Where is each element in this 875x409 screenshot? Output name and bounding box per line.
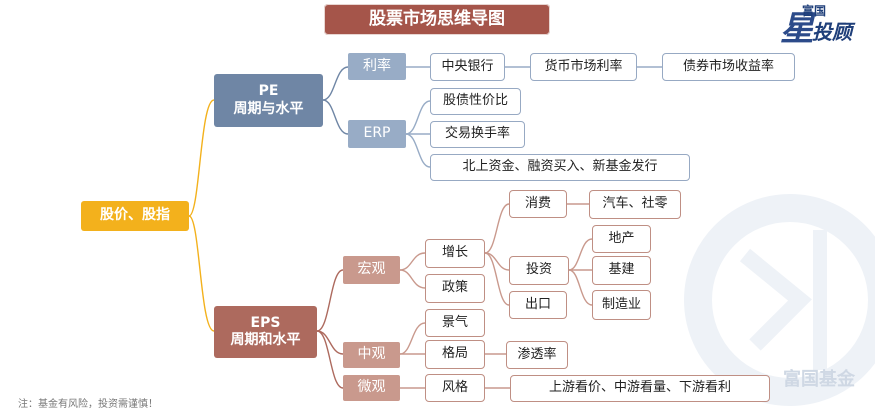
brand-name-bottom: 投顾 bbox=[812, 20, 852, 44]
node-macro: 宏观 bbox=[343, 256, 400, 284]
node-bond-yield: 债券市场收益率 bbox=[662, 53, 795, 81]
node-rate: 利率 bbox=[348, 53, 406, 80]
diagram-title: 股票市场思维导图 bbox=[324, 4, 550, 35]
node-eps: EPS 周期和水平 bbox=[214, 306, 317, 358]
node-root: 股价、股指 bbox=[81, 201, 189, 231]
brand-name-top: 富国 bbox=[802, 4, 827, 18]
edge-root-pe bbox=[188, 99, 215, 217]
node-chain: 上游看价、中游看量、下游看利 bbox=[510, 375, 770, 402]
node-money-rate: 货币市场利率 bbox=[530, 53, 637, 81]
edge-growth-consumption bbox=[484, 203, 510, 254]
edge-growth-export bbox=[484, 252, 510, 306]
edge-macro-growth bbox=[399, 252, 426, 271]
watermark-text: 富国基金 bbox=[783, 369, 855, 390]
brand-star-glyph: 星 bbox=[780, 9, 814, 49]
node-micro: 微观 bbox=[343, 375, 400, 401]
edge-eps-meso bbox=[316, 330, 344, 355]
node-landscape: 格局 bbox=[425, 340, 485, 369]
node-meso: 中观 bbox=[343, 342, 400, 368]
node-eps-line2: 周期和水平 bbox=[230, 332, 301, 348]
node-pe-line1: PE bbox=[258, 83, 279, 99]
node-flows: 北上资金、融资买入、新基金发行 bbox=[430, 154, 690, 181]
edge-pe-rate bbox=[322, 66, 349, 101]
node-growth: 增长 bbox=[425, 239, 485, 268]
edge-investment-mfg bbox=[568, 269, 593, 306]
node-style: 风格 bbox=[425, 374, 485, 402]
node-investment: 投资 bbox=[509, 256, 569, 285]
node-erp: ERP bbox=[348, 120, 406, 148]
node-stock-bond: 股债性价比 bbox=[430, 88, 521, 115]
edge-eps-macro bbox=[316, 269, 344, 332]
node-prosperity: 景气 bbox=[425, 309, 485, 337]
edge-investment-realestate bbox=[568, 238, 593, 271]
node-penetration: 渗透率 bbox=[506, 341, 568, 369]
node-pe: PE 周期与水平 bbox=[214, 74, 323, 127]
node-pe-line2: 周期与水平 bbox=[233, 100, 304, 117]
node-turnover: 交易换手率 bbox=[430, 121, 525, 148]
node-export: 出口 bbox=[509, 291, 567, 319]
node-auto-retail: 汽车、社零 bbox=[589, 190, 681, 219]
node-manufacturing: 制造业 bbox=[592, 290, 651, 320]
edge-erp-flows bbox=[405, 133, 431, 168]
node-central-bank: 中央银行 bbox=[430, 53, 505, 81]
edge-eps-micro bbox=[316, 330, 344, 389]
node-eps-line1: EPS bbox=[250, 314, 281, 331]
footnote: 注：基金有风险，投资需谨慎！ bbox=[18, 399, 158, 409]
node-consumption: 消费 bbox=[509, 190, 567, 218]
node-policy: 政策 bbox=[425, 274, 485, 303]
edge-meso-prosperity bbox=[399, 322, 426, 355]
node-real-estate: 地产 bbox=[592, 225, 651, 253]
brand-logo: 星 富国 投顾 bbox=[780, 3, 872, 49]
edge-erp-stockbond bbox=[405, 100, 431, 135]
edge-pe-erp bbox=[322, 99, 349, 135]
edge-macro-policy bbox=[399, 269, 426, 289]
node-infrastructure: 基建 bbox=[592, 256, 651, 285]
edge-root-eps bbox=[188, 215, 215, 332]
